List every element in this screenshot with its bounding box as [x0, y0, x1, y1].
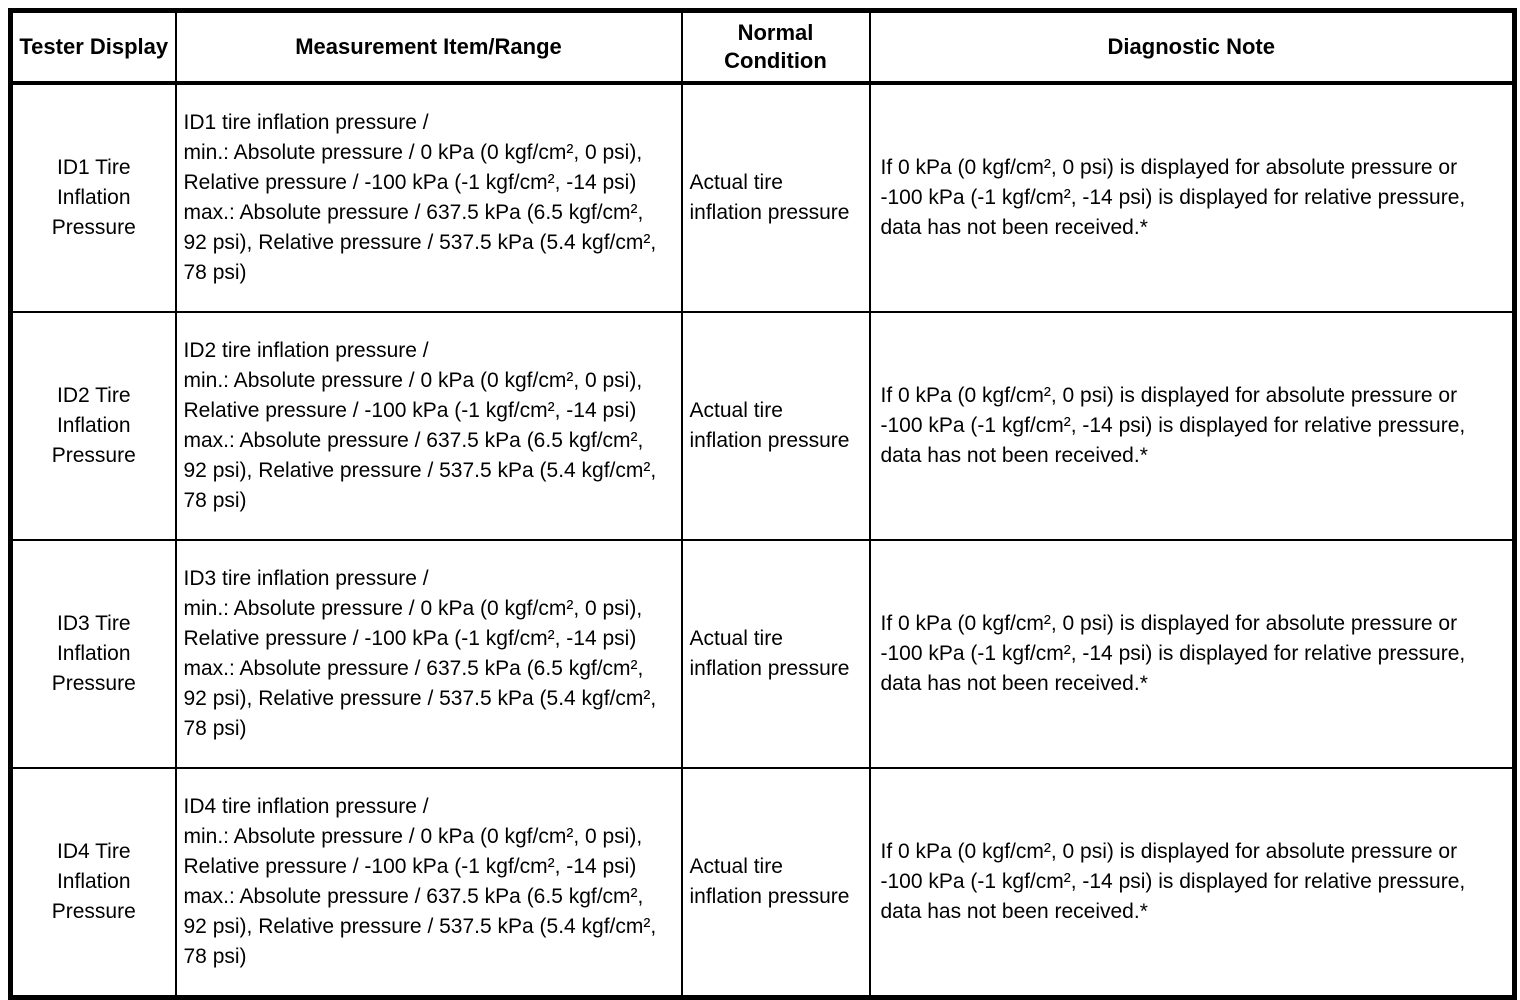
column-header-measurement-item-range: Measurement Item/Range — [174, 9, 683, 85]
normal-condition-cell: Actual tire inflation pressure — [680, 311, 871, 541]
diagnostic-note-cell: If 0 kPa (0 kgf/cm², 0 psi) is displayed… — [868, 311, 1516, 541]
measurement-min-line: min.: Absolute pressure / 0 kPa (0 kgf/c… — [183, 141, 643, 194]
diagnostic-note-cell: If 0 kPa (0 kgf/cm², 0 psi) is displayed… — [868, 767, 1516, 999]
measurement-max-line: max.: Absolute pressure / 637.5 kPa (6.5… — [183, 657, 657, 740]
diagnostic-note-cell: If 0 kPa (0 kgf/cm², 0 psi) is displayed… — [868, 82, 1516, 313]
tester-display-cell: ID2 Tire Inflation Pressure — [9, 311, 177, 541]
measurement-max-line: max.: Absolute pressure / 637.5 kPa (6.5… — [183, 429, 657, 512]
normal-condition-cell: Actual tire inflation pressure — [680, 539, 871, 769]
measurement-max-line: max.: Absolute pressure / 637.5 kPa (6.5… — [183, 201, 657, 284]
measurement-item-range-cell: ID1 tire inflation pressure / min.: Abso… — [174, 82, 683, 313]
diagnostic-data-table: Tester Display Measurement Item/Range No… — [8, 8, 1517, 1000]
measurement-item-line: ID2 tire inflation pressure / — [183, 339, 429, 362]
table-row-id3: ID3 Tire Inflation Pressure ID3 tire inf… — [9, 539, 1516, 769]
table-row-id1: ID1 Tire Inflation Pressure ID1 tire inf… — [9, 82, 1516, 313]
tester-display-cell: ID4 Tire Inflation Pressure — [9, 767, 177, 999]
tester-display-cell: ID1 Tire Inflation Pressure — [9, 82, 177, 313]
tester-display-cell: ID3 Tire Inflation Pressure — [9, 539, 177, 769]
normal-condition-cell: Actual tire inflation pressure — [680, 767, 871, 999]
table-header-row: Tester Display Measurement Item/Range No… — [9, 9, 1516, 85]
column-header-diagnostic-note: Diagnostic Note — [868, 9, 1516, 85]
measurement-item-line: ID1 tire inflation pressure / — [183, 111, 429, 134]
column-header-normal-condition: Normal Condition — [680, 9, 871, 85]
measurement-min-line: min.: Absolute pressure / 0 kPa (0 kgf/c… — [183, 597, 643, 650]
measurement-item-range-cell: ID4 tire inflation pressure / min.: Abso… — [174, 767, 683, 999]
measurement-max-line: max.: Absolute pressure / 637.5 kPa (6.5… — [183, 885, 657, 968]
table-row-id4: ID4 Tire Inflation Pressure ID4 tire inf… — [9, 767, 1516, 999]
measurement-item-line: ID3 tire inflation pressure / — [183, 567, 429, 590]
column-header-tester-display: Tester Display — [9, 9, 177, 85]
measurement-item-range-cell: ID2 tire inflation pressure / min.: Abso… — [174, 311, 683, 541]
diagnostic-note-cell: If 0 kPa (0 kgf/cm², 0 psi) is displayed… — [868, 539, 1516, 769]
normal-condition-cell: Actual tire inflation pressure — [680, 82, 871, 313]
measurement-min-line: min.: Absolute pressure / 0 kPa (0 kgf/c… — [183, 825, 643, 878]
measurement-item-line: ID4 tire inflation pressure / — [183, 795, 429, 818]
table-row-id2: ID2 Tire Inflation Pressure ID2 tire inf… — [9, 311, 1516, 541]
measurement-item-range-cell: ID3 tire inflation pressure / min.: Abso… — [174, 539, 683, 769]
measurement-min-line: min.: Absolute pressure / 0 kPa (0 kgf/c… — [183, 369, 643, 422]
